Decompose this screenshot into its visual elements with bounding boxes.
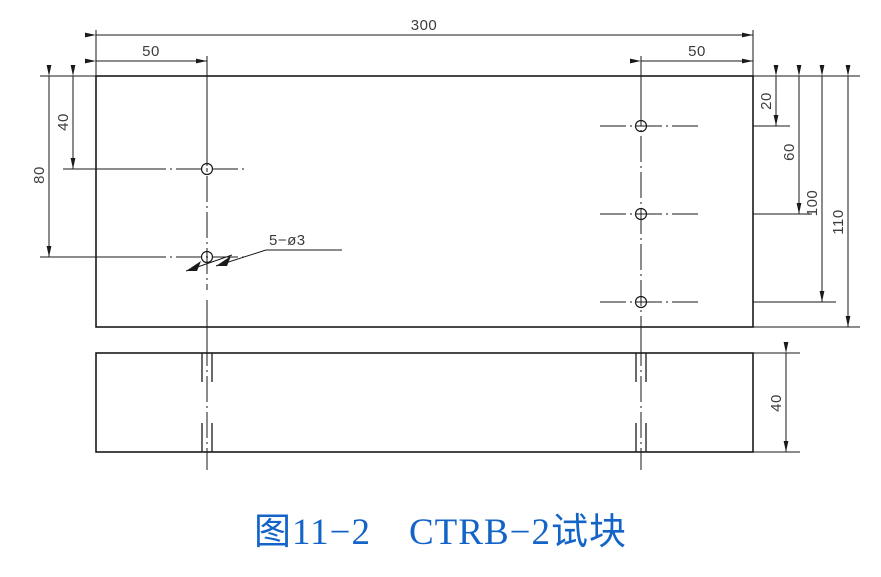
plate-outline-plan [95,75,754,328]
dim-100-label: 100 [804,190,821,217]
dimension-thickness-40: 40 [753,342,800,453]
dimension-left-80: 80 [31,65,160,258]
dim-t40-label: 40 [768,394,785,412]
plate-outline-side [95,352,754,453]
dimension-left-50: 50 [85,43,208,150]
figure-caption: 图11−2 CTRB−2试块 [254,512,627,553]
dim-300-label: 300 [411,17,438,34]
dim-left50-label: 50 [142,43,160,60]
left-hole-group [140,140,245,340]
plan-view [95,75,754,340]
right-hole-group [600,100,700,340]
dimension-right-chain: 20 60 100 110 [753,65,860,328]
dimension-left-40: 40 [55,65,207,170]
dim-80-label: 80 [31,166,48,184]
dim-110-label: 110 [830,209,847,234]
dim-40-label: 40 [55,113,72,131]
side-view-left-hole-marks [201,340,213,470]
side-view [95,340,754,470]
dimension-right-50: 50 [630,43,754,110]
callout-arrow-head [216,256,231,266]
callout-arrow-head-2 [186,261,201,271]
hole-callout-label: 5−ø3 [269,232,306,249]
dimension-overall-length: 300 [85,17,754,76]
dim-right50-label: 50 [688,43,706,60]
dim-20-label: 20 [758,92,775,110]
side-view-right-hole-marks [635,340,647,470]
hole-callout-leader: 5−ø3 [185,232,342,272]
dim-60-label: 60 [781,143,798,161]
